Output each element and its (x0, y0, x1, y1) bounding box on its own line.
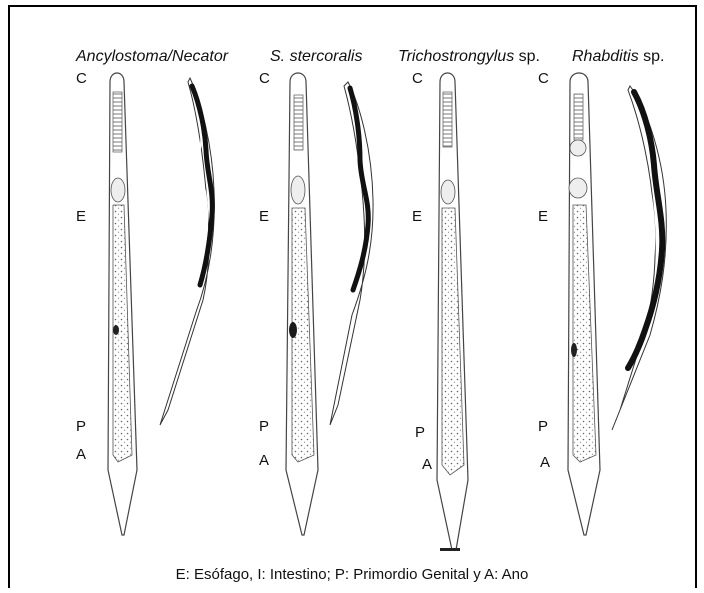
larva-ancylostoma (108, 73, 137, 535)
figure-caption: E: Esófago, I: Intestino; P: Primordio G… (0, 566, 704, 583)
larva-trichostrongylus (437, 73, 468, 551)
larva-rhabditis (568, 73, 600, 535)
sheathed-larva-strongyloides (330, 82, 373, 425)
sheathed-larva-ancylostoma (160, 78, 214, 425)
larva-strongyloides (286, 73, 318, 535)
sheathed-larva-rhabditis (612, 86, 666, 430)
